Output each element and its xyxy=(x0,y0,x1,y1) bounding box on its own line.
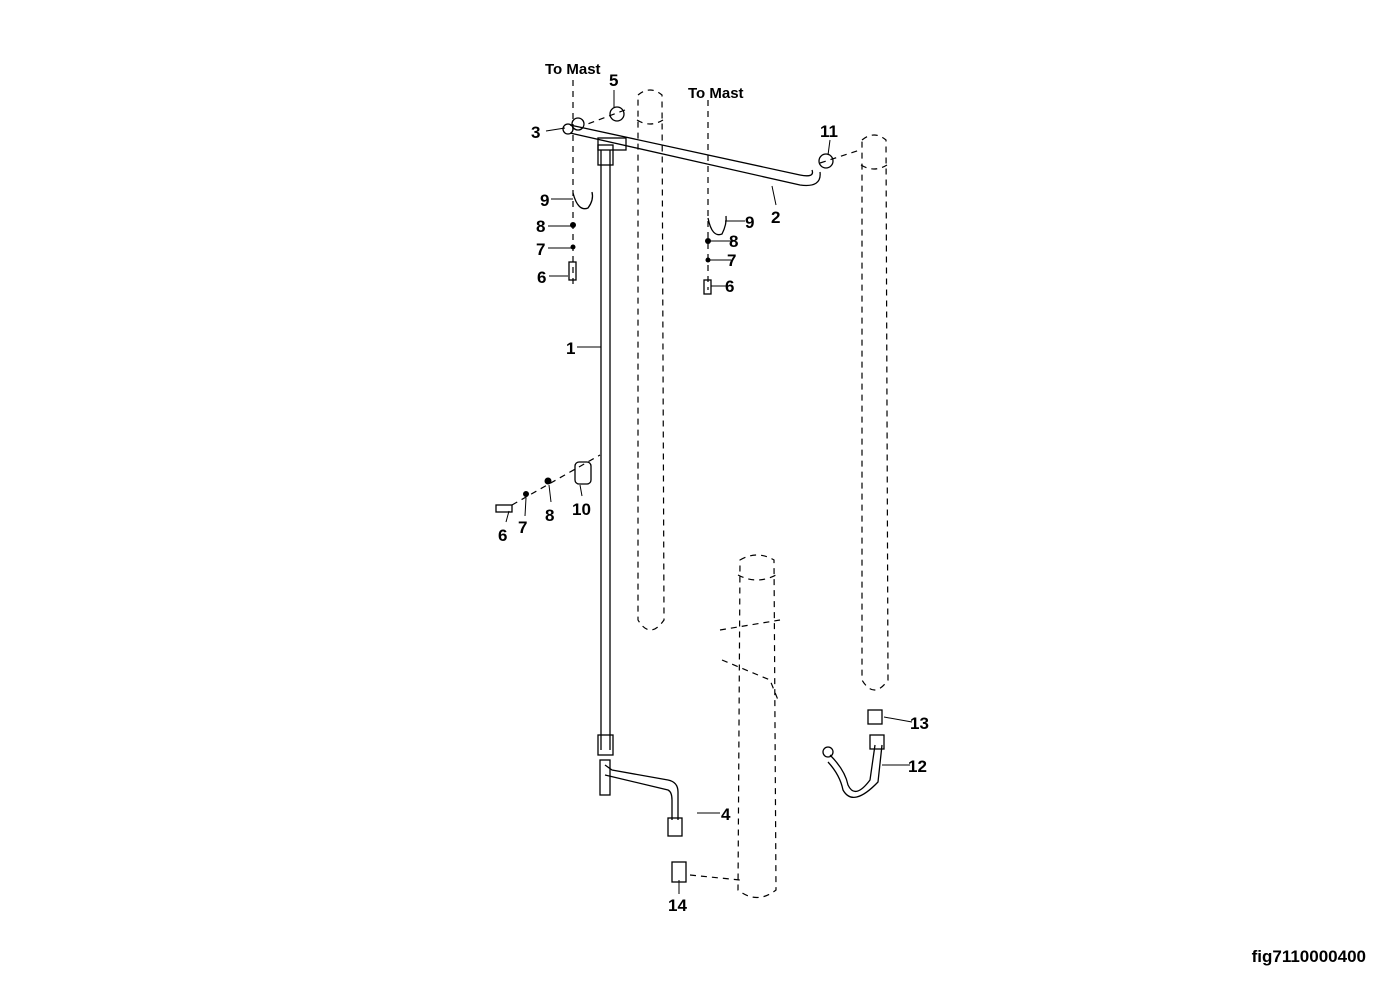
callout-9b: 9 xyxy=(745,213,754,232)
main-cylinder xyxy=(719,554,781,899)
callout-6b: 6 xyxy=(725,277,734,296)
callout-7b: 7 xyxy=(727,251,736,270)
to-mast-label-left: To Mast xyxy=(545,61,601,78)
callout-5: 5 xyxy=(609,71,618,90)
callout-8b: 8 xyxy=(729,232,738,251)
mast-cylinder-right xyxy=(860,134,889,691)
tube-2 xyxy=(562,117,821,187)
hose-1 xyxy=(597,144,614,756)
callout-11: 11 xyxy=(820,122,838,141)
to-mast-label-right: To Mast xyxy=(688,85,744,102)
callout-14: 14 xyxy=(668,896,687,915)
callout-9a: 9 xyxy=(540,191,549,210)
callout-2: 2 xyxy=(771,208,780,227)
callout-12: 12 xyxy=(908,757,927,776)
callout-7a: 7 xyxy=(536,240,545,259)
mast-cylinder-left xyxy=(636,89,665,631)
callout-7c: 7 xyxy=(518,518,527,537)
callout-6a: 6 xyxy=(537,268,546,287)
leader-lines xyxy=(505,90,913,894)
small-parts xyxy=(495,106,834,883)
callout-4: 4 xyxy=(721,805,731,824)
hose-12 xyxy=(822,709,885,798)
callout-8a: 8 xyxy=(536,217,545,236)
tube-4 xyxy=(599,759,683,837)
callout-1: 1 xyxy=(566,339,575,358)
callout-8c: 8 xyxy=(545,506,554,525)
figure-id: fig7110000400 xyxy=(1252,947,1366,966)
callout-3: 3 xyxy=(531,123,540,142)
callout-10: 10 xyxy=(572,500,591,519)
callout-6c: 6 xyxy=(498,526,507,545)
callout-13: 13 xyxy=(910,714,929,733)
